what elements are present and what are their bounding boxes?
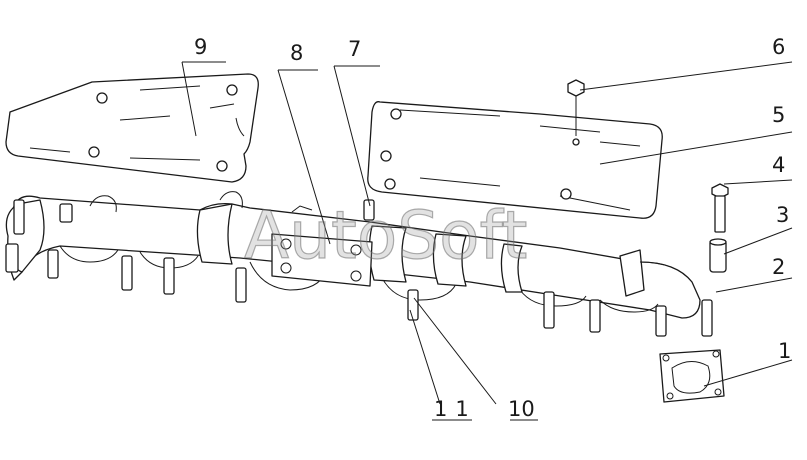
callout-3: 3 — [776, 203, 789, 227]
bolt-4 — [711, 183, 729, 233]
callout-1: 1 — [778, 339, 791, 363]
callout-4: 4 — [772, 153, 785, 177]
spacer-3 — [709, 238, 727, 273]
gasket-1 — [659, 349, 725, 403]
shield-bolts — [88, 84, 580, 200]
leader-lines — [181, 61, 793, 421]
callout-5: 5 — [772, 103, 785, 127]
callout-6: 6 — [772, 35, 785, 59]
callout-labels: 1 2 3 4 5 6 7 8 9 10 11 — [194, 35, 791, 421]
heat-shield-right — [367, 101, 663, 219]
heat-shield-left — [5, 73, 259, 183]
watermark-logo: AutoSoft — [244, 197, 527, 274]
callout-11: 11 — [434, 397, 477, 421]
manifold-studs — [5, 199, 713, 337]
callout-9: 9 — [194, 35, 207, 59]
callout-7: 7 — [348, 37, 361, 61]
callout-10: 10 — [508, 397, 535, 421]
callout-8: 8 — [290, 41, 303, 65]
callout-2: 2 — [772, 255, 785, 279]
bolt-6 — [567, 79, 585, 136]
